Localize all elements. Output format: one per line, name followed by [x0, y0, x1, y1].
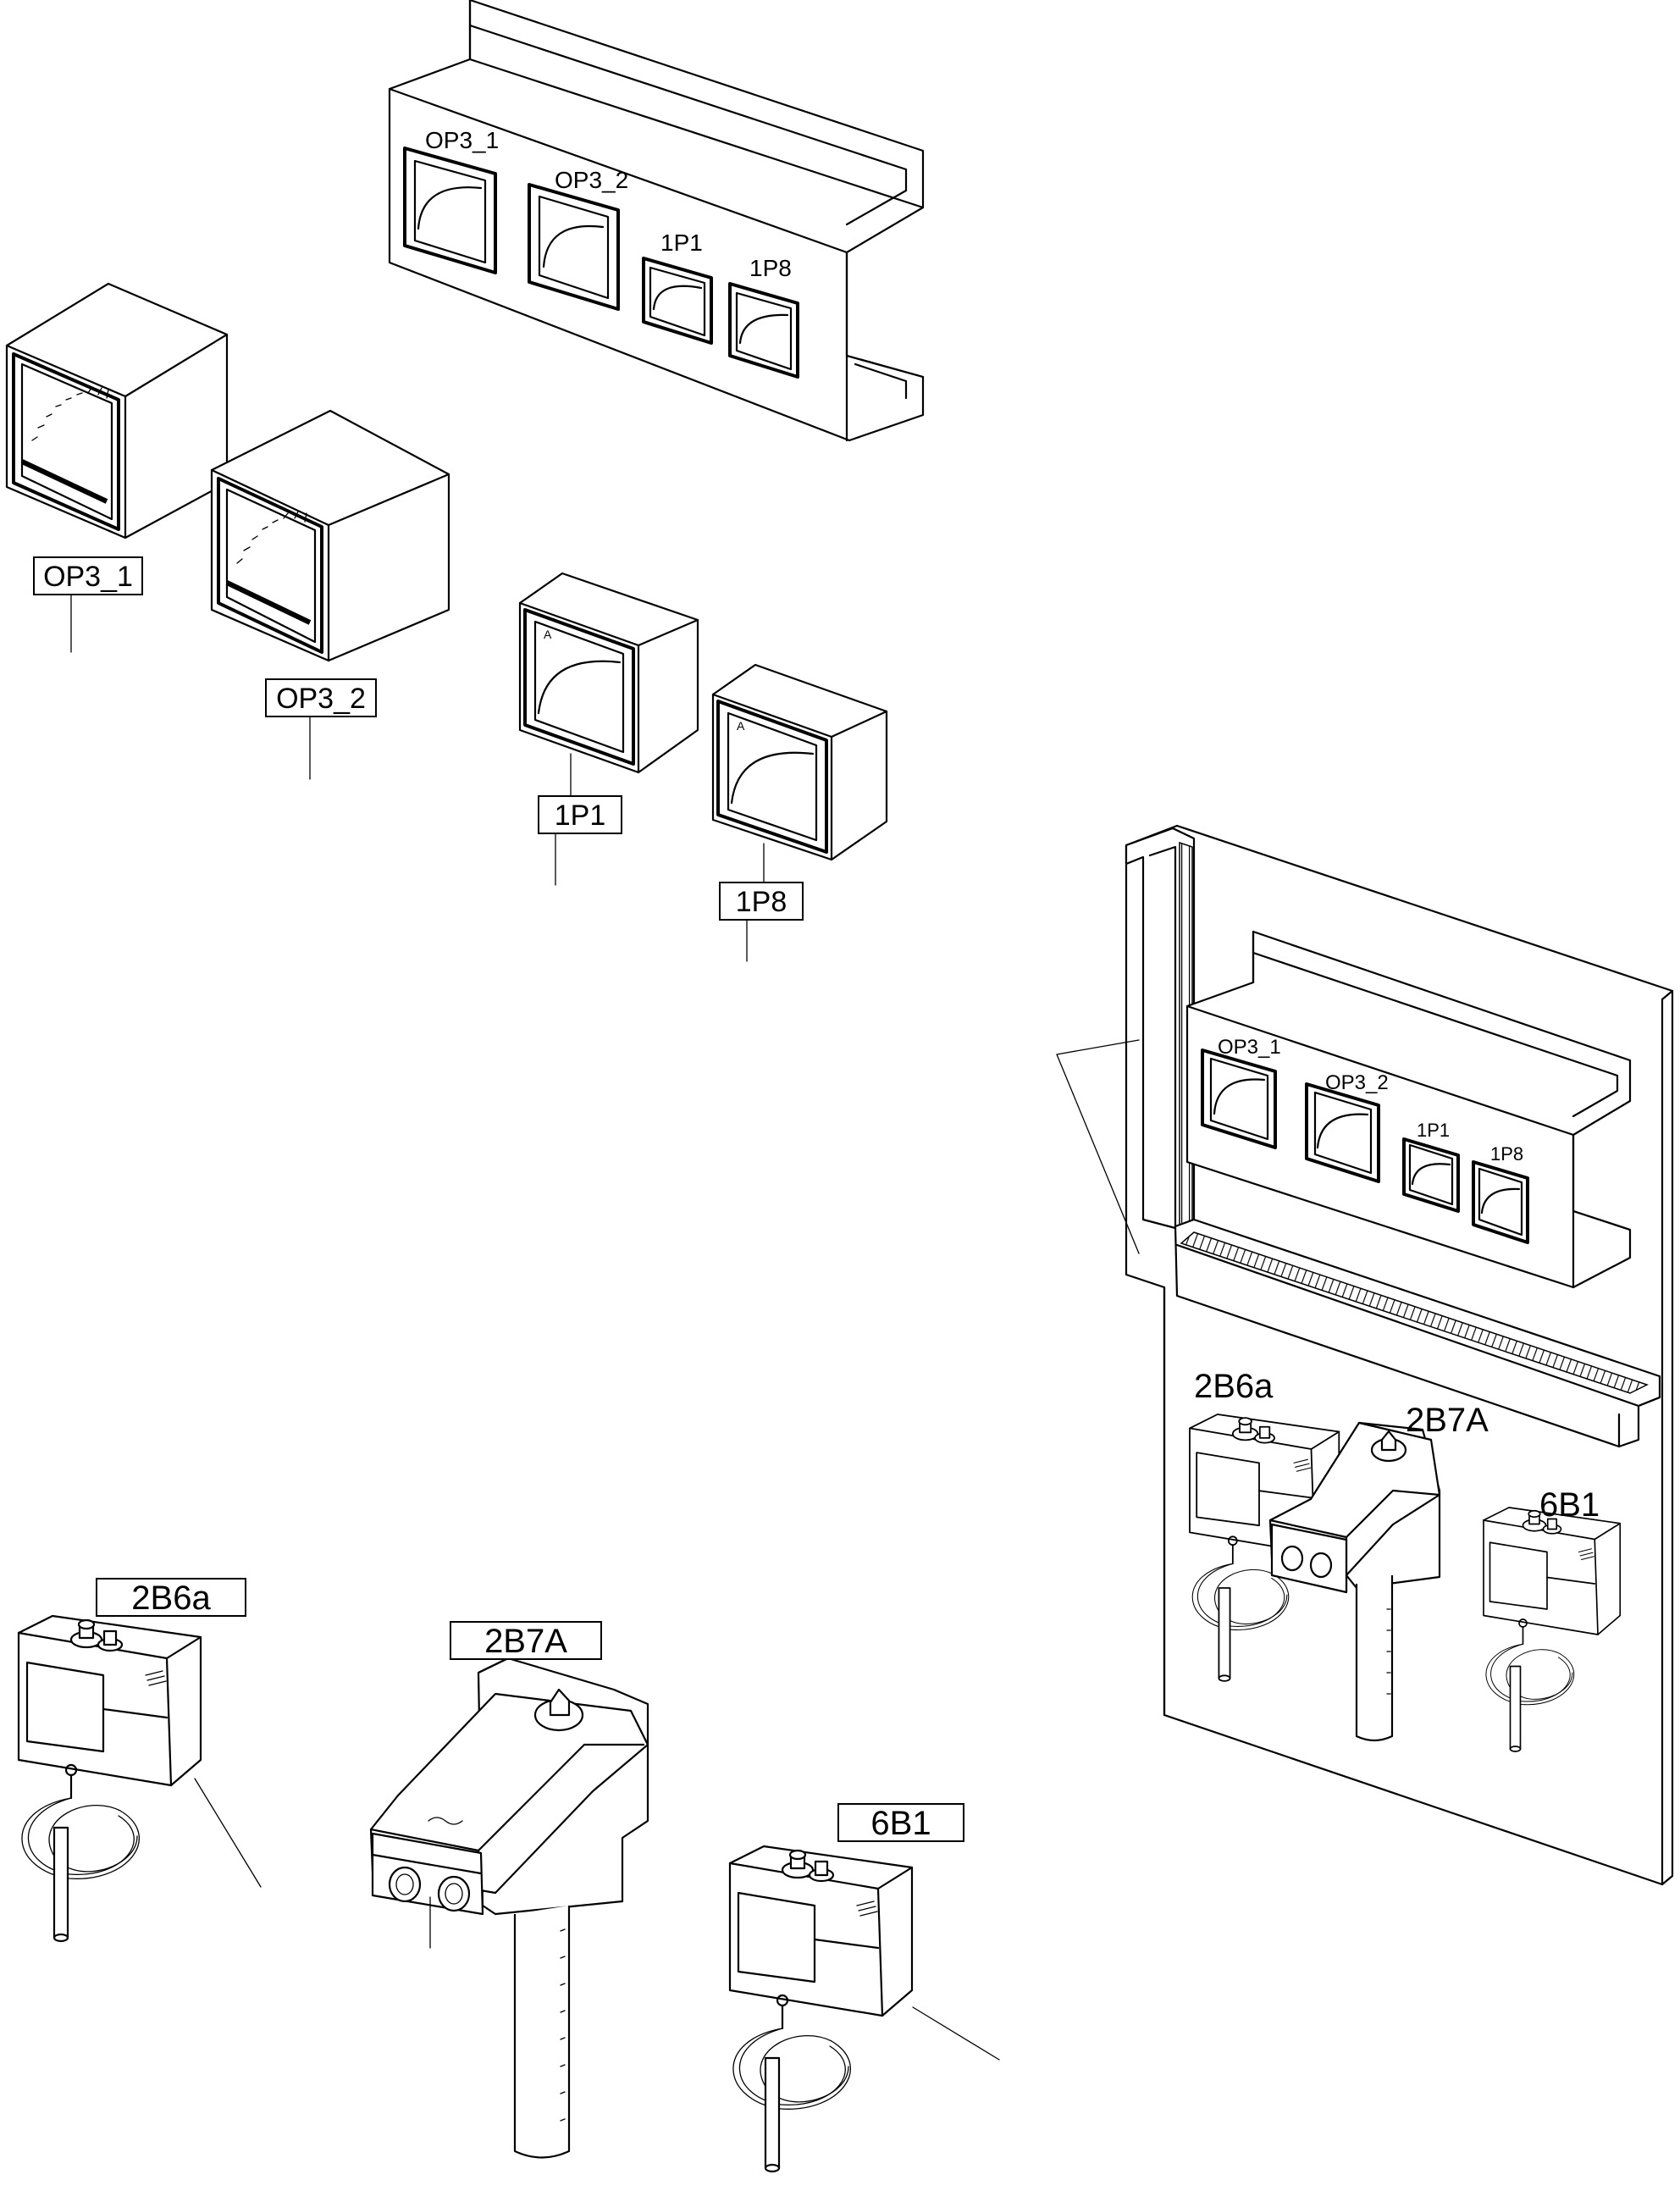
meter-op3-1 [5, 282, 229, 539]
meter-1p8: A [711, 663, 888, 883]
callout-text-1p8: 1P8 [736, 886, 788, 918]
callout-6b1: 6B1 [837, 1803, 964, 1842]
leader-2b6a [194, 1778, 262, 1888]
callout-op3-2: OP3_2 [265, 678, 377, 780]
board-label-op3-2: OP3_2 [1325, 1071, 1389, 1094]
leader-6b1 [912, 2006, 1000, 2061]
callout-text-op3-2: OP3_2 [276, 683, 366, 715]
callout-text-2b6a: 2B6a [131, 1580, 211, 1617]
meter-1p1: A [518, 572, 699, 797]
svg-text:A: A [544, 628, 552, 641]
board-label-2b6a: 2B6a [1194, 1368, 1274, 1405]
callout-1p8: 1P8 [719, 882, 804, 962]
board-label-6b1: 6B1 [1539, 1486, 1600, 1524]
board-label-op3-1: OP3_1 [1218, 1036, 1281, 1059]
board-sensor-2b7a [1268, 1421, 1441, 1742]
top-meter-panel [388, 0, 925, 442]
panel-label-op3-2: OP3_2 [555, 167, 628, 193]
panel-label-1p8: 1P8 [749, 255, 792, 281]
sensor-2b7a [369, 1657, 649, 2159]
board-label-2b7a: 2B7A [1406, 1402, 1489, 1439]
callout-2b6a: 2B6a [96, 1578, 246, 1617]
thermostat-2b6a [17, 1614, 202, 1943]
callout-text-6b1: 6B1 [870, 1805, 931, 1842]
panel-label-op3-1: OP3_1 [425, 127, 499, 153]
svg-text:A: A [737, 719, 745, 733]
callout-1p1: 1P1 [538, 795, 622, 886]
callout-op3-1: OP3_1 [33, 556, 143, 653]
callout-2b7a: 2B7A [450, 1621, 602, 1660]
callout-text-op3-1: OP3_1 [43, 561, 133, 593]
callout-text-1p1: 1P1 [555, 799, 606, 832]
thermostat-6b1 [728, 1845, 914, 2173]
meter-op3-2 [210, 409, 450, 662]
callout-text-2b7a: 2B7A [484, 1623, 567, 1660]
board-label-1p8: 1P8 [1490, 1143, 1523, 1165]
board-label-1p1: 1P1 [1417, 1120, 1450, 1141]
panel-label-1p1: 1P1 [660, 230, 703, 256]
